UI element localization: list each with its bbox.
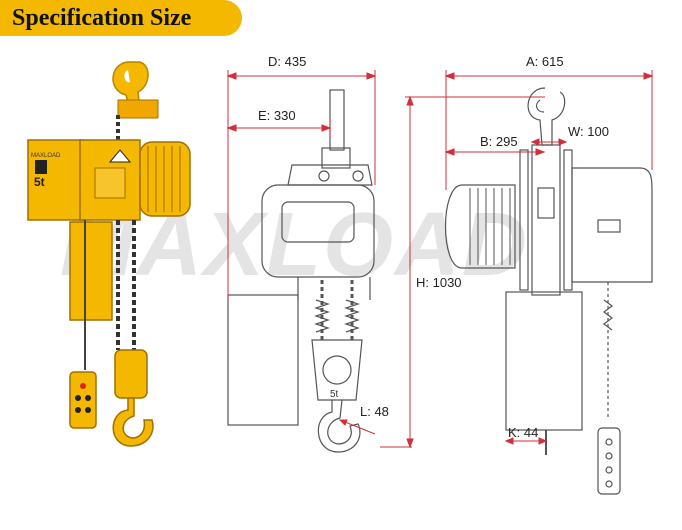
dimension-lines: [226, 70, 654, 449]
body-label: MAXLOAD: [31, 153, 61, 159]
dim-d-label: D: 435: [268, 54, 306, 69]
page-title: Specification Size: [12, 4, 192, 31]
spec-banner: Specification Size: [0, 0, 242, 36]
dim-w-label: W: 100: [568, 124, 609, 139]
side-view-drawing: 5t: [227, 89, 375, 453]
dim-h-label: H: 1030: [416, 275, 462, 290]
dim-a-label: A: 615: [526, 54, 564, 69]
dim-b-label: B: 295: [480, 134, 518, 149]
dim-e-label: E: 330: [258, 108, 296, 123]
hook-capacity-label: 5t: [330, 389, 339, 400]
front-view-drawing: [444, 87, 653, 495]
hoist-photo: MAXLOAD 5t: [27, 61, 191, 447]
capacity-label: 5t: [34, 175, 45, 189]
dim-l-label: L: 48: [360, 404, 389, 419]
dim-k-label: K: 44: [508, 425, 538, 440]
